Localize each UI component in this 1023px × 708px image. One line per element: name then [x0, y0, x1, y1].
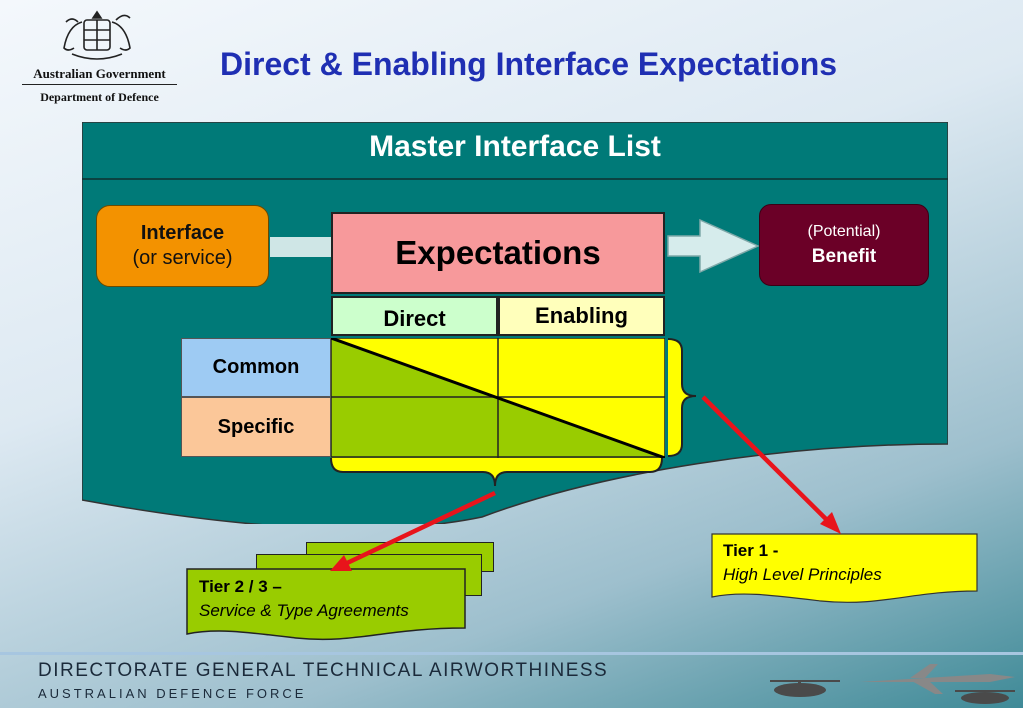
interface-box: Interface (or service)	[96, 205, 269, 287]
expectation-grid	[331, 338, 665, 458]
coat-of-arms-icon	[63, 10, 131, 60]
footer-divider	[0, 652, 1023, 655]
benefit-qualifier: (Potential)	[807, 222, 881, 240]
tier2-card-front	[186, 568, 466, 641]
tier1-subheading: High Level Principles	[723, 565, 882, 584]
footer-force: AUSTRALIAN DEFENCE FORCE	[38, 686, 307, 701]
tier1-heading: Tier 1 -	[723, 541, 779, 560]
direct-header: Direct	[331, 296, 498, 336]
panel-title: Master Interface List	[369, 130, 661, 163]
interface-sublabel: (or service)	[132, 247, 233, 269]
tier2-subheading: Service & Type Agreements	[199, 601, 409, 620]
divider	[22, 84, 177, 85]
expectations-box: Expectations	[331, 212, 665, 294]
benefit-label: Benefit	[811, 245, 877, 267]
common-row-label: Common	[181, 338, 331, 397]
tier2-heading: Tier 2 / 3 –	[199, 577, 282, 596]
specific-row-label: Specific	[181, 397, 331, 457]
department-name: Department of Defence	[40, 90, 159, 104]
enabling-header: Enabling	[498, 296, 665, 336]
tier1-card	[711, 533, 978, 603]
flow-arrows	[270, 218, 760, 274]
grouping-braces	[330, 338, 697, 487]
government-name: Australian Government	[33, 66, 166, 81]
red-arrows	[330, 395, 841, 571]
aircraft-icon	[770, 664, 1015, 704]
footer-directorate: DIRECTORATE GENERAL TECHNICAL AIRWORTHIN…	[38, 660, 609, 681]
benefit-box: (Potential) Benefit	[759, 204, 929, 286]
interface-label: Interface	[140, 222, 225, 244]
slide-title: Direct & Enabling Interface Expectations	[220, 46, 838, 82]
